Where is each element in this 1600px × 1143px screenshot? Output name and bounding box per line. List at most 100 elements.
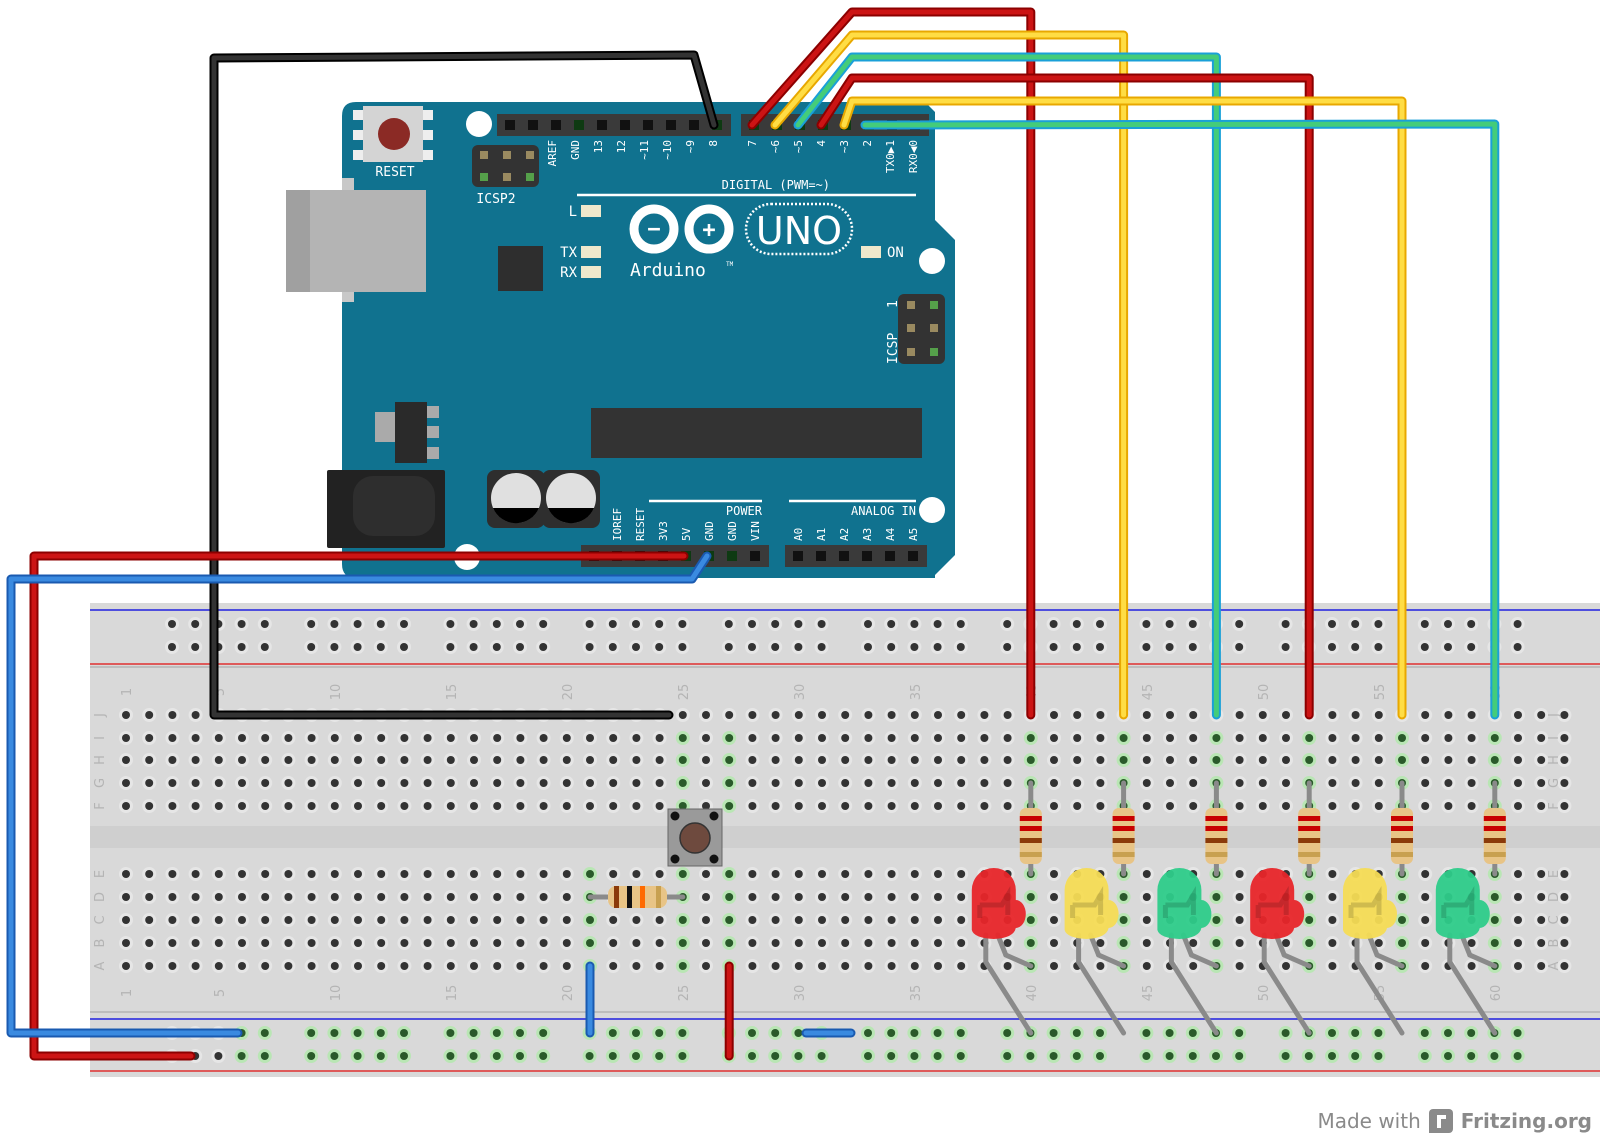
led-red[interactable] (971, 868, 1026, 939)
pin-label: 3V3 (657, 521, 670, 541)
digital-header-high-pin[interactable] (620, 120, 630, 130)
hole-F43 (1096, 802, 1105, 810)
hole-H53 (1328, 756, 1337, 764)
hole-D28 (748, 893, 757, 901)
onboard-led-rx (581, 266, 601, 278)
digital-header-high-pin[interactable] (574, 120, 584, 130)
led-green[interactable] (1435, 868, 1490, 939)
hole-E4 (191, 870, 200, 878)
hole-H40 (1026, 756, 1035, 764)
wire-pin5-to-j48[interactable] (795, 54, 1219, 718)
wire-5v-to-rail[interactable] (31, 553, 687, 1059)
hole-A45 (1142, 962, 1151, 970)
rail-bottom-hole (608, 1052, 617, 1060)
hole-H17 (493, 756, 502, 764)
digital-header-high-pin[interactable] (505, 120, 515, 130)
atmega-chip (591, 408, 922, 458)
hole-F19 (539, 802, 548, 810)
fritzing-credit: Made with Fritzing.org (1317, 1109, 1592, 1133)
rail-bottom-hole (632, 1052, 640, 1060)
hole-C3 (168, 916, 177, 924)
wire-pin7-to-j40[interactable] (749, 9, 1034, 718)
hole-D27 (725, 893, 734, 901)
rail-bottom-hole (1142, 1052, 1151, 1060)
rail-bottom-hole (1142, 1029, 1151, 1037)
rail-bottom-hole (469, 1029, 478, 1037)
rail-bottom-hole (1513, 1029, 1522, 1037)
hole-F26 (702, 802, 710, 810)
pin-label: 8 (707, 140, 720, 147)
hole-I32 (841, 734, 850, 742)
hole-A9 (307, 962, 316, 970)
icsp2-header (472, 145, 539, 187)
hole-I55 (1374, 734, 1383, 742)
row-label-left: J (93, 713, 108, 718)
hole-D57 (1421, 893, 1430, 901)
hole-B1 (122, 939, 130, 947)
pin-label: ~3 (838, 140, 851, 153)
rail-top-hole (237, 620, 246, 628)
power-header-pin[interactable] (750, 551, 760, 561)
digital-header-high-pin[interactable] (689, 120, 699, 130)
rail-top-hole (1281, 620, 1290, 628)
hole-G2 (145, 779, 154, 787)
led-green[interactable] (1157, 868, 1212, 939)
hole-I25 (678, 734, 687, 742)
analog-header-pin[interactable] (816, 551, 826, 561)
hole-D4 (191, 893, 200, 901)
hole-E20 (562, 870, 571, 878)
wire-gnd-to-rail[interactable] (8, 553, 710, 1036)
hole-F9 (307, 802, 316, 810)
analog-header-pin[interactable] (908, 551, 918, 561)
hole-I2 (145, 734, 154, 742)
hole-D45 (1142, 893, 1151, 901)
hole-G36 (934, 779, 942, 787)
row-label-right: H (1547, 755, 1562, 765)
wire-pin6-to-j44[interactable] (772, 32, 1127, 718)
analog-header-pin[interactable] (885, 551, 895, 561)
voltage-regulator (395, 402, 427, 463)
analog-header-pin[interactable] (793, 551, 803, 561)
logo-plus: + (702, 218, 715, 243)
power-header-pin[interactable] (727, 551, 737, 561)
hole-F28 (748, 802, 757, 810)
hole-J59 (1467, 711, 1476, 719)
rail-bottom-hole (910, 1029, 919, 1037)
pushbutton-cap[interactable] (679, 822, 711, 854)
hole-H19 (539, 756, 548, 764)
hole-E2 (145, 870, 154, 878)
hole-I7 (261, 734, 270, 742)
led-yellow[interactable] (1064, 868, 1119, 939)
digital-header-high-pin[interactable] (528, 120, 538, 130)
hole-B41 (1050, 939, 1058, 947)
hole-D61 (1514, 893, 1522, 901)
digital-header-high-pin[interactable] (666, 120, 676, 130)
wire-pin4-to-j52[interactable] (818, 75, 1312, 718)
hole-C60 (1490, 916, 1499, 924)
wire-pin2-to-j60[interactable] (862, 121, 1498, 718)
digital-header-high-pin[interactable] (597, 120, 607, 130)
hole-B22 (609, 939, 618, 947)
hole-C36 (934, 916, 942, 924)
rail-bottom-hole (608, 1029, 617, 1037)
analog-header-pin[interactable] (839, 551, 849, 561)
wire-pin3-to-j56[interactable] (841, 98, 1405, 718)
column-label-top: 35 (909, 684, 924, 701)
reset-button[interactable] (378, 118, 410, 150)
rail-top-hole (1142, 620, 1151, 628)
rail-top-hole (492, 620, 501, 628)
hole-C20 (562, 916, 571, 924)
hole-I58 (1444, 734, 1453, 742)
digital-header-high-pin[interactable] (643, 120, 653, 130)
hole-F2 (145, 802, 154, 810)
hole-G3 (168, 779, 177, 787)
rail-top-hole (608, 643, 617, 651)
pin-label: AREF (546, 140, 559, 167)
analog-header-pin[interactable] (862, 551, 872, 561)
digital-header-high-pin[interactable] (551, 120, 561, 130)
wire-gnd-pin-to-j5[interactable] (211, 52, 717, 718)
led-red[interactable] (1250, 868, 1305, 939)
rail-bottom-hole (307, 1029, 316, 1037)
hole-H44 (1119, 756, 1128, 764)
led-yellow[interactable] (1343, 868, 1397, 939)
